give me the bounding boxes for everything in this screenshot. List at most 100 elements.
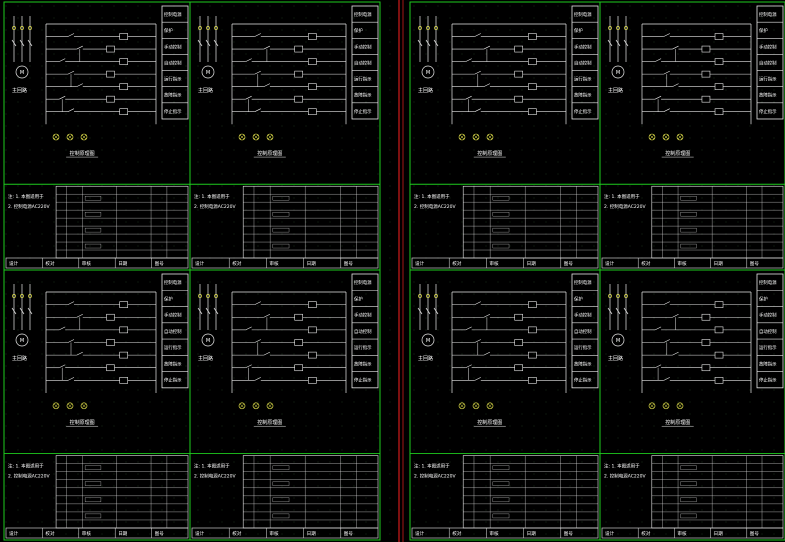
grid-dot [485, 245, 487, 247]
grid-dot [521, 149, 523, 151]
lamp-cross [459, 403, 465, 409]
grid-dot [497, 521, 499, 523]
grid-dot [653, 53, 655, 55]
grid-dot [185, 173, 187, 175]
legend-row-label: 保护 [574, 27, 583, 34]
grid-dot [305, 137, 307, 139]
grid-dot [233, 305, 235, 307]
grid-dot [341, 5, 343, 7]
grid-dot [53, 29, 55, 31]
grid-dot [305, 305, 307, 307]
grid-dot [149, 125, 151, 127]
grid-dot [389, 53, 391, 55]
legend-row-label: 运行指示 [759, 344, 777, 351]
grid-dot [581, 317, 583, 319]
grid-dot [449, 377, 451, 379]
grid-dot [617, 341, 619, 343]
grid-dot [233, 221, 235, 223]
lamp-cross [253, 403, 259, 409]
grid-dot [305, 353, 307, 355]
grid-dot [677, 353, 679, 355]
lamp-cross [663, 134, 669, 140]
contact-symbol [474, 108, 481, 112]
grid-dot [521, 437, 523, 439]
grid-dot [89, 101, 91, 103]
grid-dot [245, 425, 247, 427]
grid-dot [749, 509, 751, 511]
grid-dot [269, 89, 271, 91]
grid-dot [161, 245, 163, 247]
grid-dot [437, 473, 439, 475]
grid-dot [569, 77, 571, 79]
grid-dot [161, 197, 163, 199]
grid-dot [605, 53, 607, 55]
legend-row-label: 自动控制 [759, 59, 777, 66]
grid-dot [389, 125, 391, 127]
grid-dot [389, 185, 391, 187]
grid-dot [653, 113, 655, 115]
grid-dot [425, 29, 427, 31]
grid-dot [533, 401, 535, 403]
grid-dot [149, 89, 151, 91]
grid-dot [209, 473, 211, 475]
grid-dot [653, 101, 655, 103]
motor-letter: M [616, 338, 620, 344]
legend-row-label: 运行指示 [354, 344, 372, 351]
grid-dot [41, 53, 43, 55]
grid-dot [221, 161, 223, 163]
grid-dot [293, 521, 295, 523]
grid-dot [5, 197, 7, 199]
grid-dot [569, 245, 571, 247]
title-block-field: 图号 [344, 261, 354, 267]
grid-dot [617, 221, 619, 223]
grid-dot [665, 197, 667, 199]
title-block-field: 校对 [641, 530, 651, 537]
grid-dot [641, 461, 643, 463]
grid-dot [221, 197, 223, 199]
grid-dot [461, 185, 463, 187]
grid-dot [353, 341, 355, 343]
grid-dot [269, 29, 271, 31]
grid-dot [257, 533, 259, 535]
grid-dot [473, 137, 475, 139]
grid-dot [485, 365, 487, 367]
grid-dot [317, 173, 319, 175]
grid-dot [761, 149, 763, 151]
grid-dot [557, 437, 559, 439]
grid-dot [281, 41, 283, 43]
grid-dot [65, 401, 67, 403]
grid-dot [713, 533, 715, 535]
grid-dot [485, 437, 487, 439]
grid-dot [413, 149, 415, 151]
grid-dot [161, 509, 163, 511]
fuse-symbol [12, 294, 16, 298]
grid-dot [725, 425, 727, 427]
grid-dot [569, 521, 571, 523]
grid-dot [425, 185, 427, 187]
grid-dot [41, 113, 43, 115]
grid-dot [437, 425, 439, 427]
grid-dot [245, 173, 247, 175]
grid-dot [173, 521, 175, 523]
grid-dot [53, 245, 55, 247]
grid-dot [293, 161, 295, 163]
grid-dot [281, 17, 283, 19]
grid-dot [257, 149, 259, 151]
grid-dot [701, 17, 703, 19]
motor-symbol [15, 333, 29, 347]
grid-dot [629, 29, 631, 31]
grid-dot [425, 161, 427, 163]
grid-dot [101, 17, 103, 19]
grid-dot [713, 149, 715, 151]
grid-dot [125, 305, 127, 307]
grid-dot [425, 461, 427, 463]
grid-dot [365, 77, 367, 79]
grid-dot [725, 41, 727, 43]
grid-dot [389, 233, 391, 235]
lamp-cross [649, 403, 655, 409]
grid-dot [29, 77, 31, 79]
grid-dot [305, 89, 307, 91]
grid-dot [413, 41, 415, 43]
